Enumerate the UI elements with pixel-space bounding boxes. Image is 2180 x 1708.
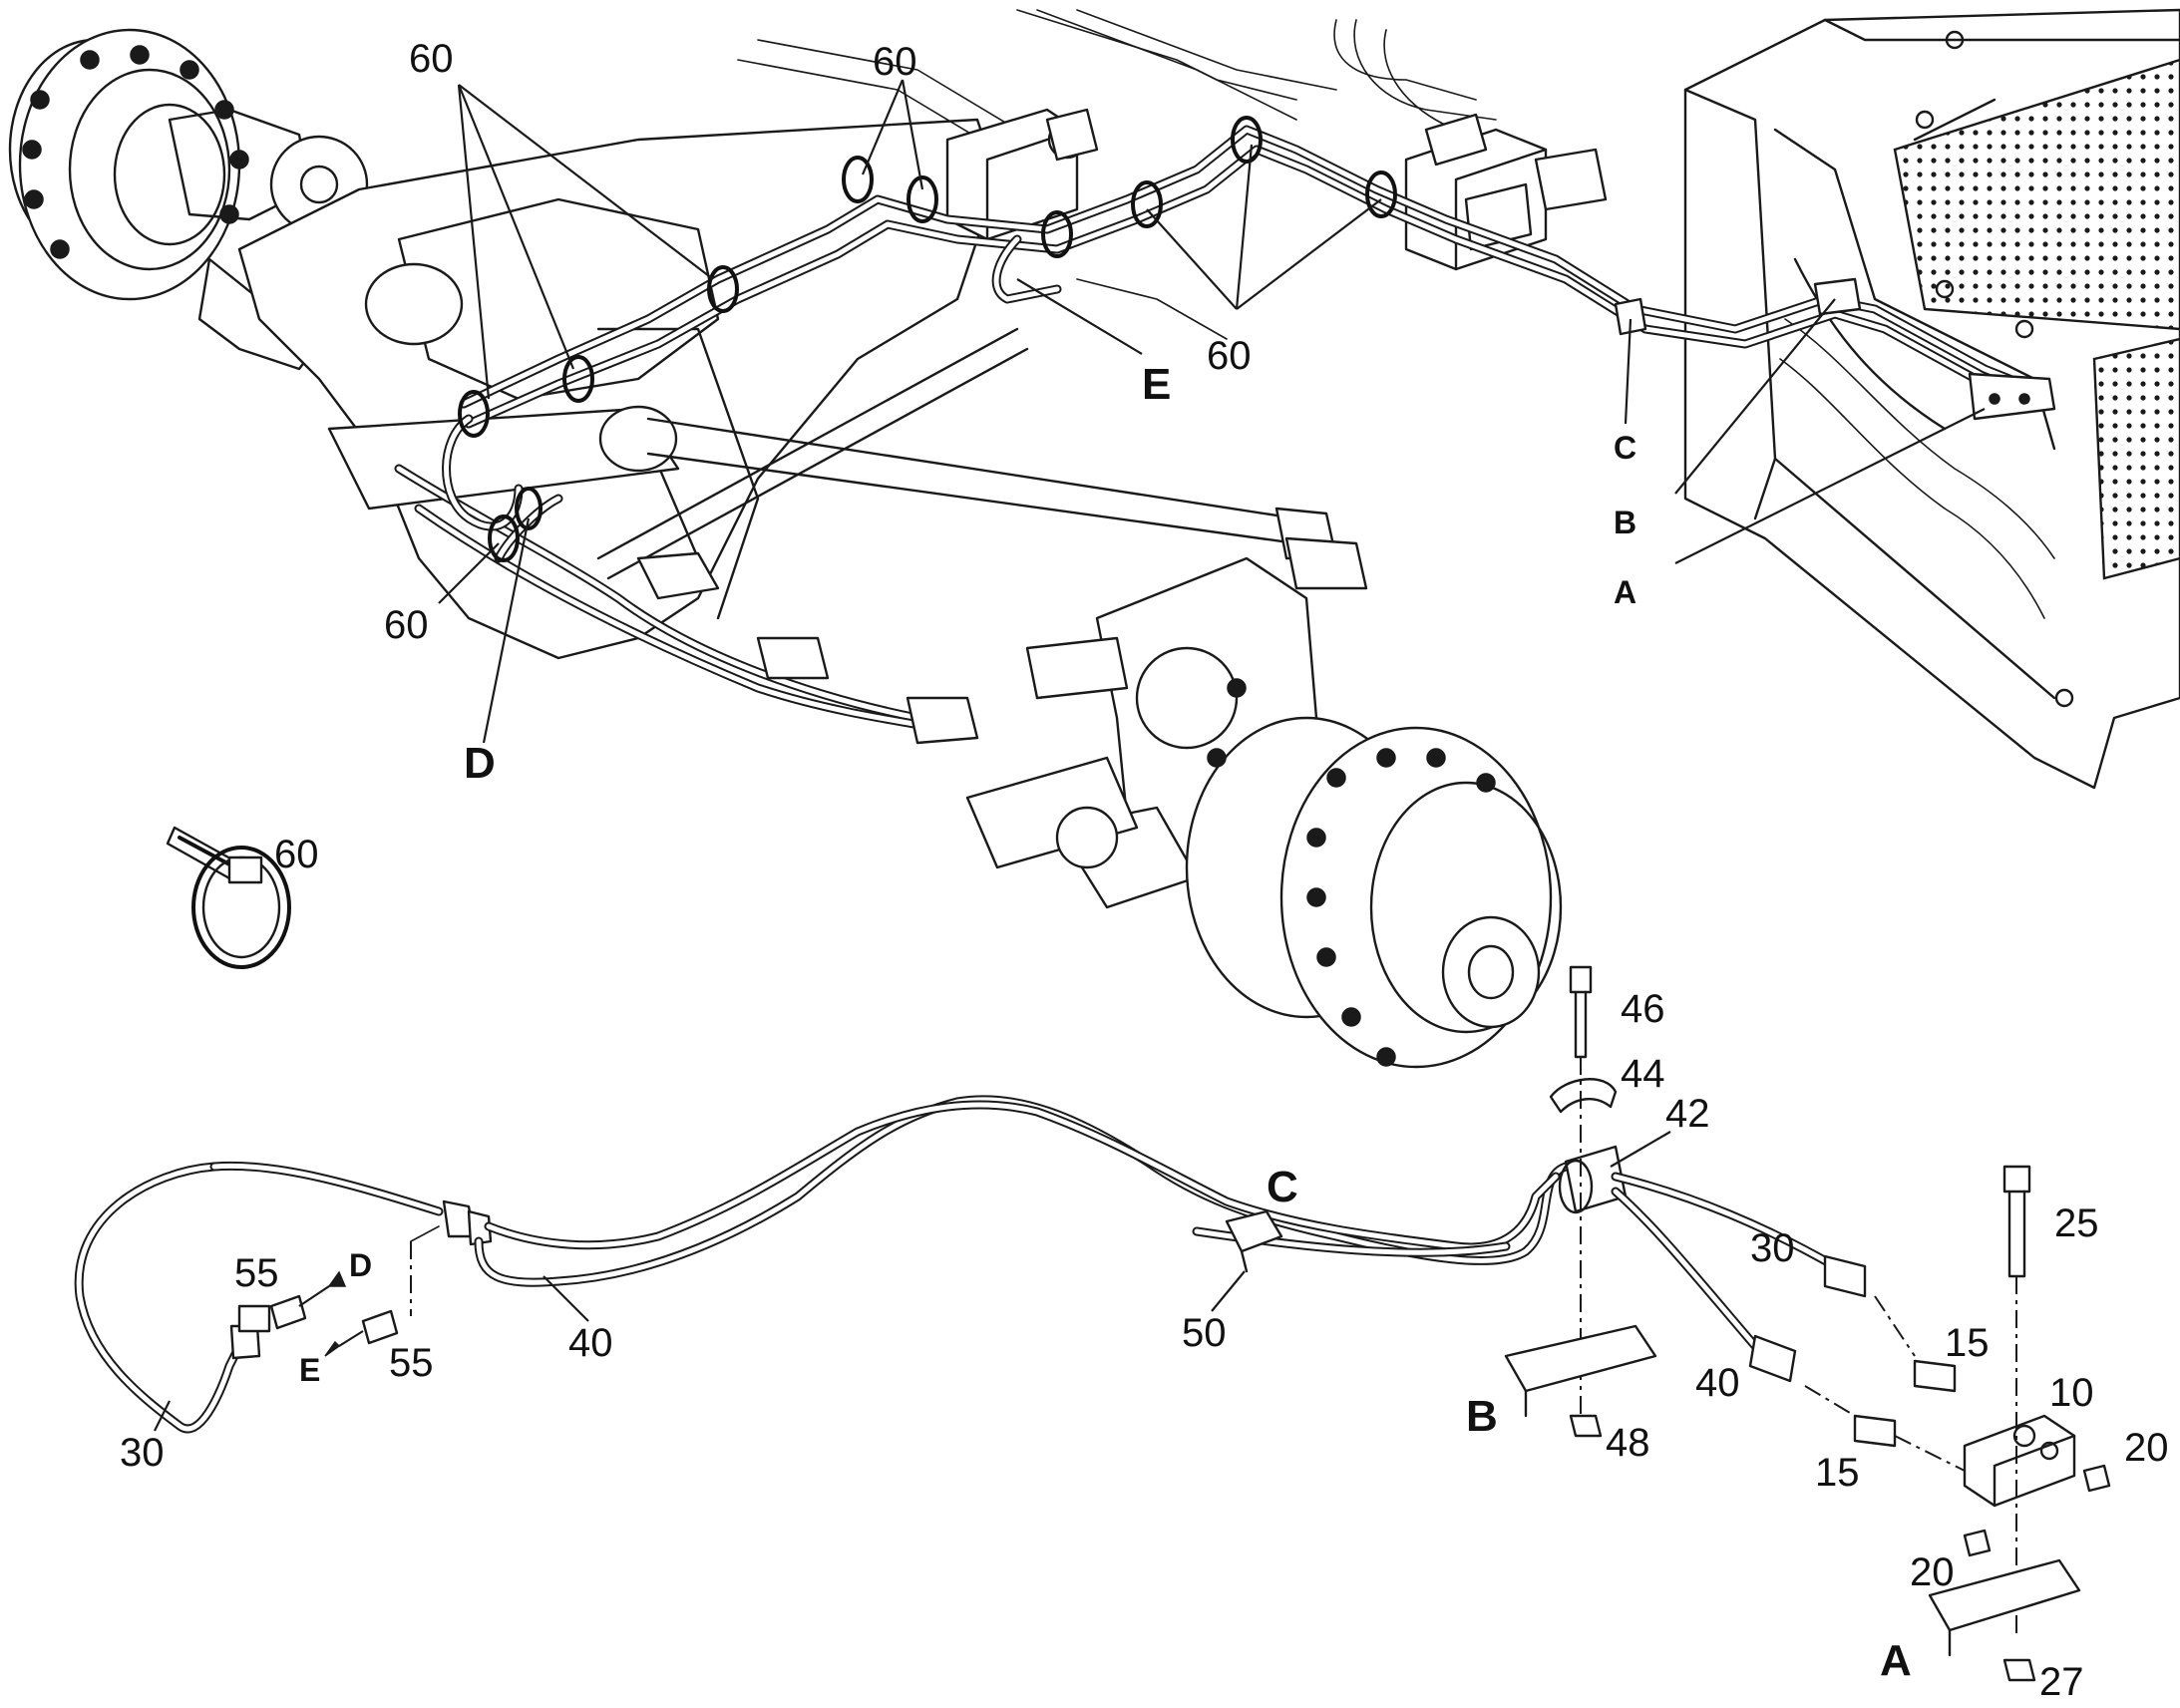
- letter-B-top: B: [1614, 505, 1636, 540]
- valve-block-left: [945, 108, 1099, 241]
- letter-D-top: D: [464, 739, 496, 788]
- callout-20-right: 20: [2124, 1426, 2169, 1470]
- callout-44: 44: [1621, 1052, 1665, 1096]
- callout-30-left: 30: [120, 1431, 165, 1475]
- callout-60-top-left: 60: [409, 37, 454, 81]
- installed-hose-run: [442, 116, 2056, 563]
- radiator-housing: [1683, 8, 2180, 790]
- callout-27: 27: [2039, 1660, 2084, 1704]
- top-leaders: [438, 79, 1986, 744]
- callout-40-right: 40: [1695, 1361, 1740, 1405]
- axle-assembly: [8, 28, 1563, 1069]
- letter-E-top: E: [1142, 360, 1171, 409]
- letter-D-bottom: D: [349, 1247, 372, 1283]
- valve-block-right: [1404, 113, 1608, 271]
- right-wheel-hub: [1055, 556, 1563, 1069]
- letter-C-top: C: [1614, 430, 1636, 466]
- callout-42: 42: [1665, 1092, 1710, 1136]
- callout-10: 10: [2049, 1371, 2094, 1415]
- callout-20-lower: 20: [1910, 1550, 1955, 1594]
- callout-48: 48: [1606, 1421, 1650, 1465]
- callout-60-lower-left: 60: [384, 603, 429, 647]
- callout-60-mid-right: 60: [1207, 334, 1252, 378]
- callout-15-lower: 15: [1815, 1451, 1860, 1495]
- callout-46: 46: [1621, 987, 1665, 1031]
- callout-55-lower: 55: [389, 1341, 434, 1385]
- letter-A-top: A: [1614, 574, 1636, 610]
- callout-labels: 60 60 60 60 60 E D C B A 46 44 42 25 30 …: [120, 37, 2169, 1704]
- letter-A-bottom: A: [1880, 1636, 1912, 1685]
- hose-assembly-detail: [74, 965, 2111, 1682]
- callout-60-top-mid: 60: [873, 40, 917, 84]
- letter-E-bottom: E: [299, 1352, 320, 1388]
- callout-40-left: 40: [568, 1321, 613, 1365]
- callout-55-upper: 55: [234, 1251, 279, 1295]
- left-wheel-hub: [8, 28, 369, 371]
- callout-60-tie: 60: [274, 833, 319, 876]
- callout-25: 25: [2054, 1201, 2099, 1245]
- cable-tie-icon: [166, 826, 291, 969]
- letter-C-bottom: C: [1267, 1163, 1298, 1211]
- callout-15-upper: 15: [1945, 1321, 1990, 1365]
- letter-B-bottom: B: [1466, 1392, 1498, 1441]
- callout-30-right: 30: [1750, 1226, 1795, 1270]
- callout-50: 50: [1182, 1311, 1227, 1355]
